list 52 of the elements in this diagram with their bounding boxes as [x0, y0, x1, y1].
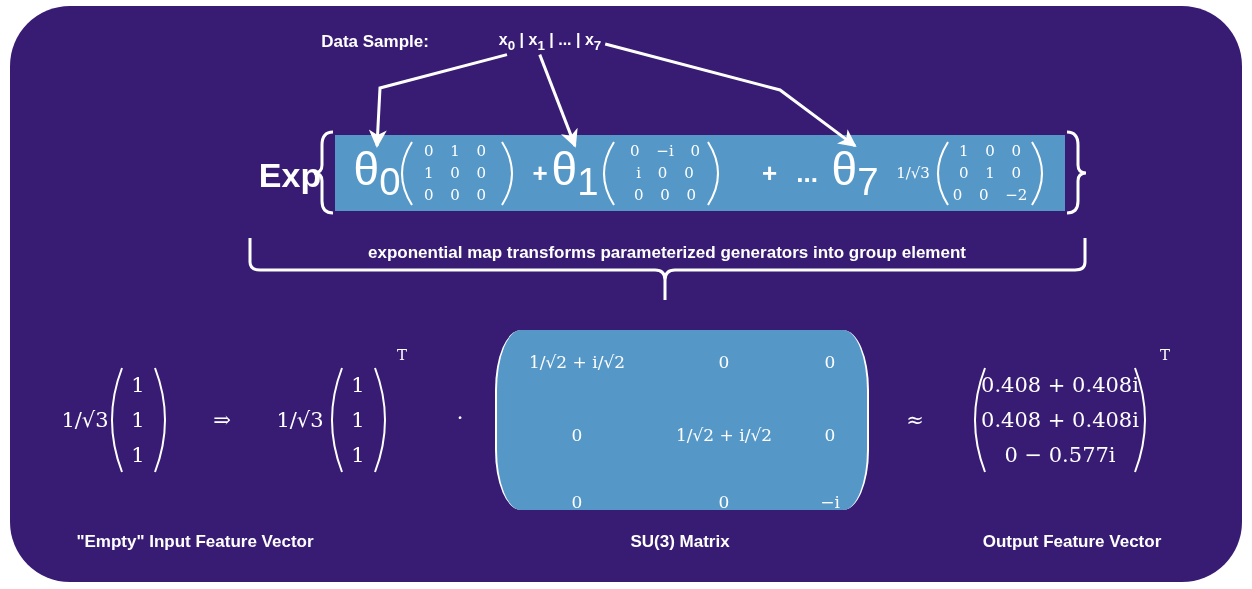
arrow	[368, 53, 508, 148]
data-sample-text: x$_{0}$ | x$_{1}$ | ... | x$_{7}$	[498, 31, 602, 53]
transpose-mark: T	[397, 346, 407, 364]
vector-entry: 1	[351, 373, 365, 397]
label: Exp	[258, 155, 322, 195]
matrix-row: 1 0 0	[958, 142, 1022, 160]
label: exponential map transforms parameterized generators into group element	[368, 243, 966, 263]
vector-entry: 0.408 + 0.408i	[981, 373, 1139, 397]
matrix-row: 0 −i 0	[630, 142, 700, 160]
matrix-entry: 1/√2 + i/√2	[528, 352, 626, 372]
matrix-entry: −i	[820, 492, 840, 512]
vector-entry: 1	[351, 443, 365, 467]
matrix-row: 0 0 0	[633, 186, 697, 204]
theta-symbol: θ$_{0}$	[353, 141, 401, 205]
fraction: 1/√3	[276, 408, 324, 432]
node-label: SU(3) Matrix	[630, 532, 730, 552]
vector-entry: 1	[351, 408, 365, 432]
theta-symbol: θ$_{7}$	[831, 141, 879, 205]
vector-entry: 1	[131, 443, 145, 467]
matrix-entry: 0	[571, 425, 583, 445]
vector-entry: 1	[131, 373, 145, 397]
matrix-entry: 1/√2 + i/√2	[675, 425, 773, 445]
transpose-mark: T	[1160, 346, 1170, 364]
arrow	[604, 42, 857, 148]
matrix-entry: 0	[571, 492, 583, 512]
matrix-box	[495, 330, 869, 510]
vector-entry: 0.408 + 0.408i	[981, 408, 1139, 432]
matrix-entry: 0	[718, 352, 730, 372]
implies-symbol: ⇒	[213, 408, 231, 432]
matrix-row: 0 0 0	[423, 186, 487, 204]
matrix-row: 0 0 −2	[952, 186, 1028, 204]
matrix-row: 0 1 0	[423, 142, 487, 160]
vector-entry: 1	[131, 408, 145, 432]
approx-symbol: ≈	[906, 408, 924, 432]
matrix-entry: 0	[824, 425, 836, 445]
vector-entry: 0 − 0.577i	[1004, 443, 1116, 467]
arrow	[538, 54, 578, 148]
matrix-entry: 0	[718, 492, 730, 512]
fraction: 1/√3	[896, 164, 930, 182]
caption: "Empty" Input Feature Vector	[76, 532, 314, 552]
operator-text: +	[532, 157, 548, 189]
matrix-entry: 0	[824, 352, 836, 372]
theta-symbol: θ$_{1}$	[551, 141, 599, 205]
matrix-row: i 0 0	[636, 164, 694, 182]
matrix-row: 1 0 0	[423, 164, 487, 182]
dot-operator: ·	[456, 406, 464, 430]
fraction: 1/√3	[61, 408, 109, 432]
caption: Output Feature Vector	[982, 532, 1162, 552]
operator-text: + ...	[761, 157, 819, 189]
label: Data Sample:	[321, 32, 429, 52]
matrix-row: 0 1 0	[958, 164, 1022, 182]
generator-sum-band	[335, 135, 1065, 211]
